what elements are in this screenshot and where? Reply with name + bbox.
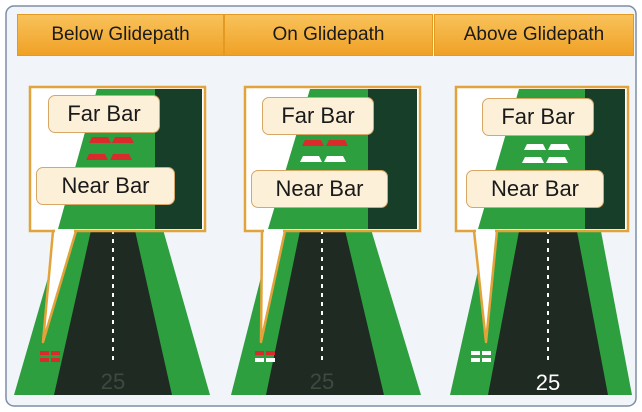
runway-surface	[488, 226, 608, 395]
runway-number: 25	[310, 369, 334, 394]
runway-surface	[266, 226, 384, 395]
magnified-grass-dark	[155, 89, 202, 229]
papi-lights	[471, 351, 491, 362]
panel-title-on-glidepath: On Glidepath	[224, 14, 433, 56]
near-bar-lights	[522, 157, 568, 163]
near-bar-lights	[86, 154, 132, 160]
near-bar-label: Near Bar	[466, 170, 604, 208]
papi-lights	[255, 351, 275, 362]
near-bar-lights	[300, 156, 346, 162]
far-bar-label: Far Bar	[482, 98, 594, 136]
papi-lights	[40, 351, 60, 362]
far-bar-lights	[89, 137, 134, 143]
runway-number: 25	[101, 369, 125, 394]
panel-title-below-glidepath: Below Glidepath	[17, 14, 224, 56]
near-bar-label: Near Bar	[251, 170, 388, 208]
far-bar-lights	[524, 144, 570, 150]
far-bar-label: Far Bar	[48, 95, 160, 133]
far-bar-label: Far Bar	[262, 97, 374, 135]
near-bar-label: Near Bar	[36, 167, 175, 205]
far-bar-lights	[302, 140, 348, 146]
runway-number: 25	[536, 370, 560, 395]
magnified-grass-dark	[368, 89, 417, 229]
panel-below-glidepath: 25	[14, 85, 210, 395]
panel-title-above-glidepath: Above Glidepath	[434, 14, 634, 56]
runway-surface	[54, 226, 172, 395]
